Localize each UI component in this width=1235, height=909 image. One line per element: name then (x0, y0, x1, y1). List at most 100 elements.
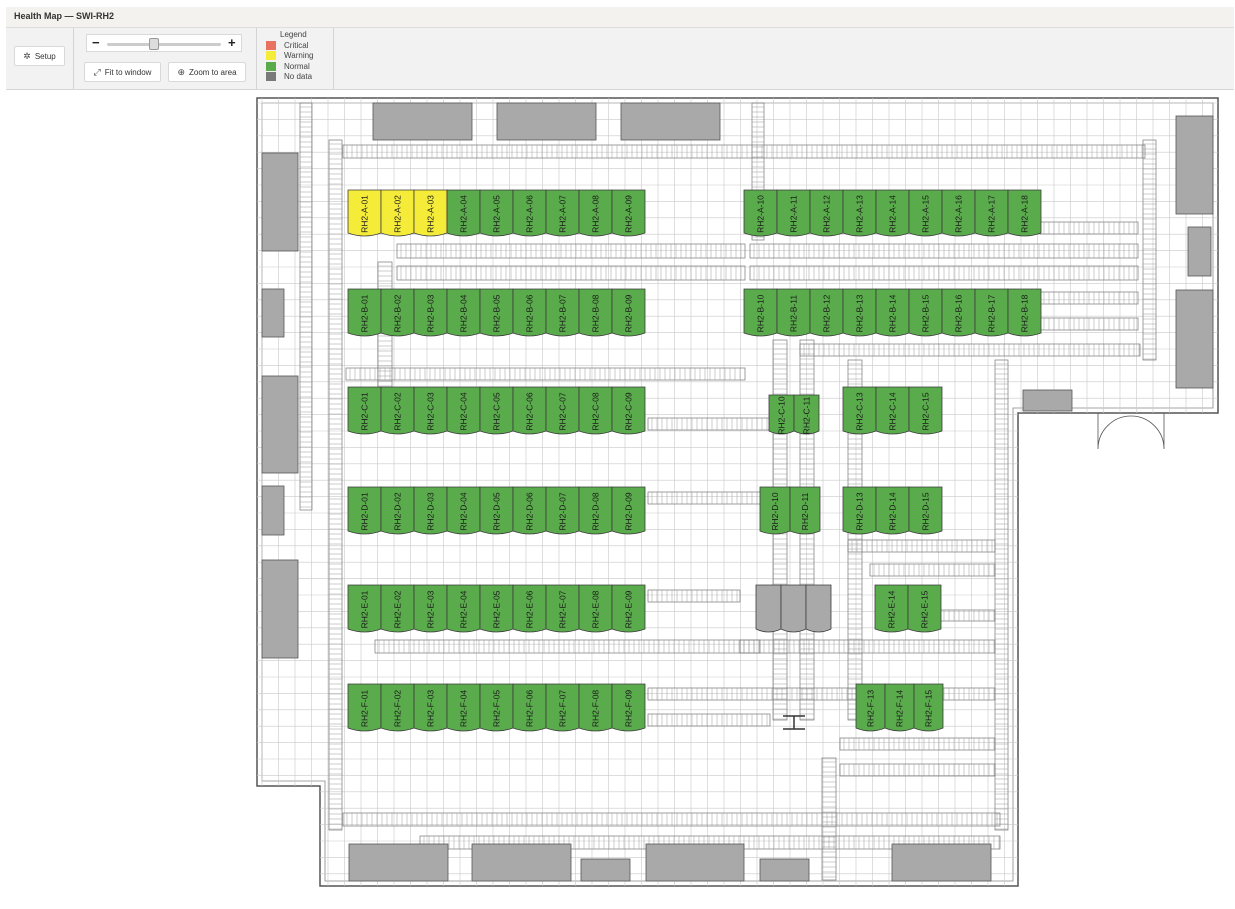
rack-label: RH2-B-07 (558, 294, 568, 332)
conveyor-rollers (349, 368, 741, 380)
conveyor (342, 144, 1146, 159)
rack-label: RH2-A-08 (591, 195, 601, 233)
rack-rh2-b-09 (611, 288, 646, 337)
rack-label: RH2-B-18 (1020, 294, 1030, 332)
rack-label: RH2-F-06 (525, 690, 535, 728)
legend-label: No data (284, 72, 313, 82)
conveyor-rollers (400, 244, 742, 258)
rack-label: RH2-D-07 (558, 492, 568, 531)
conveyor (374, 639, 761, 654)
toolbar-divider (73, 28, 74, 89)
structure-block (891, 843, 992, 882)
structure-block (261, 485, 285, 536)
rack-label: RH2-E-06 (525, 590, 535, 628)
rack-label: RH2-D-09 (624, 492, 634, 531)
window-title: Health Map — SWI-RH2 (14, 11, 115, 21)
conveyor-rollers (822, 761, 836, 878)
rack-label: RH2-F-08 (591, 690, 601, 728)
toolbar-divider (333, 28, 334, 89)
rack-label: RH2-C-11 (802, 396, 812, 434)
legend-item-nodata: No data (266, 72, 336, 83)
rack-label: RH2-C-03 (426, 392, 436, 431)
rack-label: RH2-B-08 (591, 294, 601, 332)
legend-swatch (266, 51, 276, 61)
rack-label: RH2-E-15 (920, 590, 930, 628)
rack-label: RH2-C-13 (855, 392, 865, 431)
structure-block (471, 843, 572, 882)
rack-label: RH2-B-12 (822, 294, 832, 332)
rack-label: RH2-B-05 (492, 294, 502, 332)
rack-label: RH2-E-07 (558, 590, 568, 628)
conveyor-rollers (843, 764, 995, 776)
conveyor-rollers (753, 266, 1135, 280)
conveyor (847, 359, 863, 721)
rack-label: RH2-B-13 (855, 294, 865, 332)
rack-rh2-a-18 (1007, 189, 1042, 237)
structure-block (261, 375, 299, 474)
zoom-to-area-button[interactable]: ⊕ Zoom to area (168, 62, 246, 82)
structure-block (620, 102, 721, 141)
conveyor-rollers (378, 640, 760, 653)
zoom-out-button[interactable]: − (92, 35, 100, 50)
rack-label: RH2-A-18 (1020, 195, 1030, 233)
rack-label: RH2-B-14 (888, 294, 898, 332)
rack-label: RH2-F-15 (924, 690, 934, 728)
conveyor-rollers (329, 143, 342, 830)
conveyor-rollers (995, 363, 1008, 830)
rack-label: RH2-A-14 (888, 195, 898, 233)
rack-label: RH2-B-03 (426, 294, 436, 332)
conveyor (647, 589, 741, 603)
structure-block (261, 152, 299, 252)
setup-button[interactable]: ✲ Setup (14, 46, 65, 66)
zoom-to-area-label: Zoom to area (188, 67, 237, 77)
zoom-in-button[interactable]: + (228, 35, 236, 50)
rack-label: RH2-C-05 (492, 392, 502, 431)
conveyor-rollers (1043, 292, 1135, 304)
rack-rh2-f-15 (913, 683, 944, 732)
zoom-slider-handle[interactable] (149, 38, 160, 50)
legend-label: Warning (284, 51, 314, 61)
rack-label: RH2-F-14 (895, 690, 905, 728)
rack-label: RH2-C-09 (624, 392, 634, 431)
structure-block (261, 288, 285, 338)
rack-label: RH2-E-03 (426, 590, 436, 628)
conveyor (299, 102, 313, 511)
rack-rh2-d-09 (611, 486, 646, 535)
rack-label: RH2-C-14 (888, 392, 898, 431)
rack-unlabeled (805, 584, 832, 633)
conveyor-rollers (400, 266, 742, 280)
conveyor-rollers (346, 145, 1143, 158)
conveyor (839, 763, 996, 777)
conveyor (839, 737, 996, 751)
conveyor-rollers (1043, 222, 1135, 234)
rack-rh2-e-15 (907, 584, 942, 633)
expand-icon: ⤢ (93, 66, 101, 77)
rack-unlabeled (755, 584, 782, 633)
rack-rh2-d-11 (789, 486, 821, 535)
structure-block (645, 843, 745, 882)
rack-label: RH2-E-09 (624, 590, 634, 628)
conveyor-rollers (873, 564, 995, 576)
rack-label: RH2-D-08 (591, 492, 601, 531)
rack-label: RH2-B-01 (360, 294, 370, 332)
rack-label: RH2-A-16 (954, 195, 964, 233)
rack-label: RH2-D-04 (459, 492, 469, 531)
rack-label: RH2-C-15 (921, 392, 931, 431)
fit-to-window-button[interactable]: ⤢ Fit to window (84, 62, 161, 82)
rack-label: RH2-A-05 (492, 195, 502, 233)
structure-block (580, 858, 631, 882)
conveyor (739, 639, 996, 654)
legend-item-critical: Critical (266, 40, 336, 51)
conveyor (647, 713, 771, 727)
rack-label: RH2-A-10 (756, 195, 766, 233)
rack-label: RH2-D-13 (855, 492, 865, 531)
rack-label: RH2-B-11 (789, 295, 799, 332)
legend-item-warning: Warning (266, 51, 336, 62)
rack-label: RH2-A-11 (789, 195, 799, 232)
zoom-slider-track[interactable] (107, 43, 221, 46)
fit-to-window-label: Fit to window (104, 67, 152, 77)
rack-label: RH2-A-07 (558, 195, 568, 233)
rack-rh2-c-09 (611, 386, 646, 435)
